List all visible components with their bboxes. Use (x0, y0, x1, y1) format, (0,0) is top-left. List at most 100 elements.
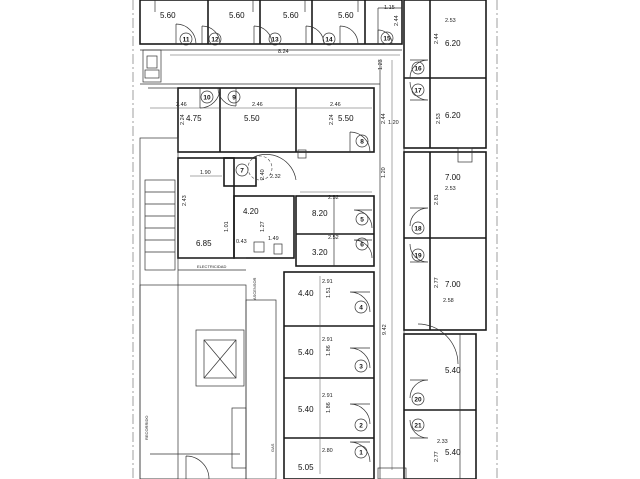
area-4: 4.40 (298, 289, 314, 298)
label-gas: GAS (270, 443, 275, 452)
dim-246-a: 2.46 (176, 102, 187, 108)
area-7: 4.20 (243, 207, 259, 216)
svg-text:5: 5 (360, 217, 364, 224)
dim-252-a: 2.52 (328, 195, 339, 201)
dim-258: 2.58 (443, 298, 454, 304)
svg-text:18: 18 (414, 226, 422, 233)
upper-corridor (140, 49, 402, 85)
dim-291-c: 2.91 (322, 393, 333, 399)
stair-core (139, 137, 277, 479)
svg-text:10: 10 (203, 95, 211, 102)
area-17: 6.20 (445, 111, 461, 120)
dim-277-r19: 2.77 (434, 277, 440, 288)
dim-123-top: 1.23 (378, 59, 384, 70)
dim-043: 0.43 (236, 239, 247, 245)
svg-text:7: 7 (240, 168, 244, 175)
area-top-1: 5.60 (160, 11, 176, 20)
area-1: 5.05 (298, 463, 314, 472)
dim-149: 1.49 (268, 236, 279, 242)
center-rooms (295, 191, 375, 267)
top-doors (175, 23, 393, 45)
top-room-row (139, 0, 403, 45)
svg-text:16: 16 (414, 66, 422, 73)
svg-text:2: 2 (359, 423, 363, 430)
room-markers-right-upper: 16 17 (411, 61, 425, 97)
lobby-rooms (177, 154, 297, 271)
label-ascensor: ASCENSOR (252, 277, 257, 300)
area-center-2: 3.20 (312, 248, 328, 257)
area-9: 5.50 (244, 114, 260, 123)
dim-101: 1.01 (224, 221, 230, 232)
middle-room-row (148, 87, 375, 153)
svg-text:17: 17 (414, 88, 422, 95)
svg-text:15: 15 (383, 36, 391, 43)
area-top-2: 5.60 (229, 11, 245, 20)
dim-244-r17: 2.44 (381, 113, 387, 124)
svg-text:20: 20 (414, 397, 422, 404)
dim-253-top: 2.53 (445, 18, 456, 24)
dim-233: 2.33 (437, 439, 448, 445)
area-8: 5.50 (338, 114, 354, 123)
room-marker-7: 7 (235, 163, 249, 177)
svg-text:9: 9 (232, 95, 236, 102)
dim-291-b: 2.91 (322, 337, 333, 343)
svg-text:4: 4 (359, 305, 363, 312)
dim-224-b: 2.24 (329, 114, 335, 125)
dim-291-a: 2.91 (322, 279, 333, 285)
svg-text:6: 6 (360, 242, 364, 249)
svg-text:12: 12 (211, 37, 219, 44)
area-19: 7.00 (445, 280, 461, 289)
dim-252-b: 2.52 (328, 235, 339, 241)
dim-115: 1.15 (384, 5, 395, 11)
room-markers-right-middle: 18 19 (411, 221, 425, 262)
svg-text:11: 11 (183, 37, 190, 44)
dim-186-b: 1.86 (326, 402, 332, 413)
svg-text:21: 21 (414, 423, 422, 430)
dim-151: 1.51 (326, 287, 332, 298)
room-markers-middle: 10 9 8 (200, 90, 369, 148)
room-markers-right-lower: 20 21 (411, 392, 425, 432)
room-markers-top: 11 12 13 14 15 (179, 31, 394, 46)
dim-244-top: 2.44 (394, 15, 400, 26)
dim-246-c: 2.46 (330, 102, 341, 108)
area-10: 4.75 (186, 114, 202, 123)
dim-127: 1.27 (260, 221, 266, 232)
area-2: 5.40 (298, 405, 314, 414)
dim-190: 1.90 (200, 170, 211, 176)
right-middle-rooms (403, 147, 487, 331)
dim-120-corridor: 1.20 (381, 167, 387, 178)
dim-253-r18: 2.53 (445, 186, 456, 192)
dim-186-a: 1.86 (326, 345, 332, 356)
dim-224-a: 2.24 (180, 114, 186, 125)
dim-277-r21: 2.77 (434, 451, 440, 462)
label-electricidad: ELECTRICIDAD (197, 264, 226, 269)
area-top-3: 5.60 (283, 11, 299, 20)
area-top-4: 5.60 (338, 11, 354, 20)
right-lower-rooms (403, 323, 477, 479)
label-recorrido: RECORRIDO (144, 416, 149, 440)
lower-room-stack (283, 271, 375, 479)
area-16: 6.20 (445, 39, 461, 48)
dim-824: 8.24 (278, 49, 289, 55)
dim-280: 2.80 (322, 448, 333, 454)
dim-253-r17: 2.53 (436, 113, 442, 124)
dim-246-b: 2.46 (252, 102, 263, 108)
svg-text:13: 13 (271, 37, 279, 44)
dim-244-r16: 2.44 (434, 33, 440, 44)
dim-243: 2.43 (182, 195, 188, 206)
area-20: 5.40 (445, 366, 461, 375)
dim-281: 2.81 (434, 194, 440, 205)
dim-240: 2.40 (260, 169, 266, 180)
svg-text:19: 19 (414, 253, 422, 260)
area-6: 6.85 (196, 239, 212, 248)
area-3: 5.40 (298, 348, 314, 357)
svg-text:8: 8 (360, 139, 364, 146)
dim-942: 9.42 (382, 324, 388, 335)
room-markers-center: 5 (355, 212, 369, 226)
room-markers-lower: 4 3 2 1 6 (354, 237, 369, 459)
area-18: 7.00 (445, 173, 461, 182)
svg-text:1: 1 (359, 450, 363, 457)
area-center-1: 8.20 (312, 209, 328, 218)
svg-text:14: 14 (325, 37, 333, 44)
